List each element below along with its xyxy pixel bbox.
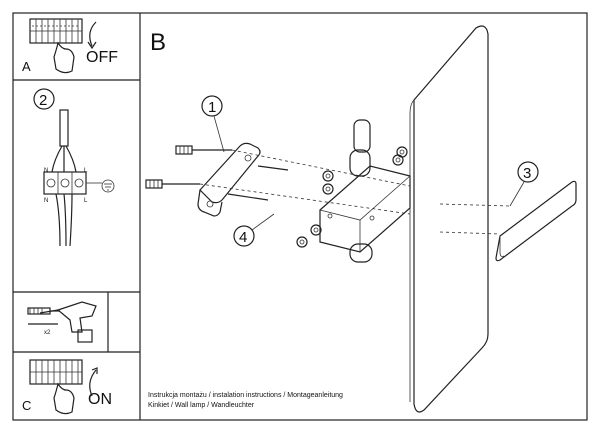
callout-1-number: 1 — [208, 99, 216, 116]
arrow-up-icon — [89, 369, 97, 397]
terminal-label-n-bottom: N — [44, 198, 48, 204]
nut-icon — [296, 146, 408, 248]
panel-wiring: 2 N L N L — [33, 88, 115, 247]
panel-a-letter: A — [22, 59, 31, 74]
callout-4: 4 — [233, 213, 275, 247]
panel-a: A OFF — [13, 18, 140, 81]
callout-4-number: 4 — [239, 229, 247, 246]
terminal-block-icon — [29, 18, 83, 44]
terminal-label-n-top: N — [44, 168, 48, 174]
step-2-number: 2 — [39, 92, 47, 109]
lamp-body — [319, 119, 411, 263]
callout-3-number: 3 — [523, 165, 531, 182]
wall-panel — [413, 25, 489, 413]
terminal-label-l-top: L — [84, 168, 88, 174]
mounting-bracket — [197, 142, 261, 217]
panel-c: C ON — [13, 351, 140, 415]
quantity-label: x2 — [44, 330, 51, 336]
terminal-label-l-bottom: L — [84, 198, 88, 204]
panel-c-action: ON — [88, 391, 112, 408]
drill-icon — [39, 301, 97, 343]
callout-1: 1 — [201, 95, 225, 153]
caption-line-2: Kinkiet / Wall lamp / Wandleuchter — [148, 402, 255, 409]
panel-c-letter: C — [22, 398, 31, 413]
screw-icon — [227, 165, 289, 201]
step-2-callout — [33, 88, 55, 110]
panel-b-letter: B — [150, 29, 166, 56]
hand-icon — [53, 41, 75, 74]
cover-plate — [495, 180, 577, 262]
panel-drill: x2 — [13, 291, 140, 352]
terminal-block-icon — [29, 359, 83, 385]
ground-icon — [86, 179, 115, 193]
caption-line-1: Instrukcja montażu / instalation instruc… — [148, 392, 343, 399]
panel-a-action: OFF — [86, 49, 118, 66]
callout-3: 3 — [509, 161, 539, 207]
screw-icon — [145, 179, 200, 189]
assembly-guide-lines — [199, 149, 511, 235]
connector-block — [43, 171, 87, 195]
outer-frame — [12, 12, 588, 421]
screw-icon — [175, 145, 232, 155]
arrow-down-icon — [89, 21, 97, 47]
hand-icon — [53, 382, 75, 415]
